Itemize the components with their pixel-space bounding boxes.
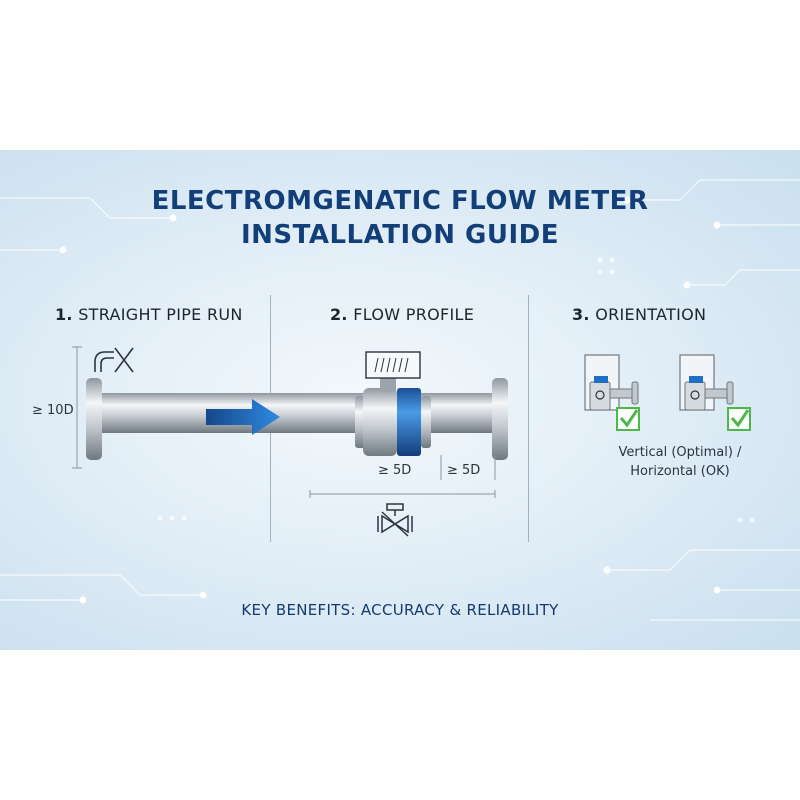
orientation-caption: Vertical (Optimal) / Horizontal (OK): [580, 443, 780, 481]
section-label: FLOW PROFILE: [353, 305, 475, 324]
flow-arrow-icon: [206, 399, 280, 435]
valve-crossed-icon: [377, 503, 413, 537]
display-icon: [365, 351, 421, 379]
section-heading-flow-profile: 2. FLOW PROFILE: [330, 305, 474, 324]
circuit-background: [0, 179, 800, 621]
meter-run-length-label: ≥ 5D: [378, 463, 412, 478]
check-icon: [619, 409, 639, 428]
title-line-1: ELECTROMGENATIC FLOW METER: [151, 186, 649, 216]
orientation-horizontal-icon: [679, 354, 751, 431]
section-label: STRAIGHT PIPE RUN: [78, 305, 243, 324]
flow-meter: [355, 378, 431, 456]
section-number: 2.: [330, 305, 348, 324]
upstream-dimension-line: [72, 346, 82, 469]
elbow-crossed-icon: [94, 347, 134, 373]
key-benefits-footer: KEY BENEFITS: ACCURACY & RELIABILITY: [241, 601, 559, 619]
upstream-length-label: ≥ 10D: [32, 403, 74, 418]
section-label: ORIENTATION: [595, 305, 707, 324]
title-line-2: INSTALLATION GUIDE: [240, 220, 560, 250]
section-heading-pipe-run: 1. STRAIGHT PIPE RUN: [55, 305, 243, 324]
section-number: 1.: [55, 305, 73, 324]
orientation-line-2: Horizontal (OK): [630, 464, 730, 479]
meter-dimension-lines: [309, 455, 496, 498]
pipe-run: [86, 378, 508, 460]
downstream-length-label: ≥ 5D: [447, 463, 481, 478]
orientation-line-1: Vertical (Optimal) /: [618, 445, 742, 460]
section-heading-orientation: 3. ORIENTATION: [572, 305, 706, 324]
section-number: 3.: [572, 305, 590, 324]
check-icon: [730, 409, 750, 428]
guide-panel: ELECTROMGENATIC FLOW METER INSTALLATION …: [0, 150, 800, 650]
orientation-vertical-icon: [584, 354, 640, 431]
section-divider: [528, 295, 529, 542]
installation-diagram: [72, 346, 751, 537]
